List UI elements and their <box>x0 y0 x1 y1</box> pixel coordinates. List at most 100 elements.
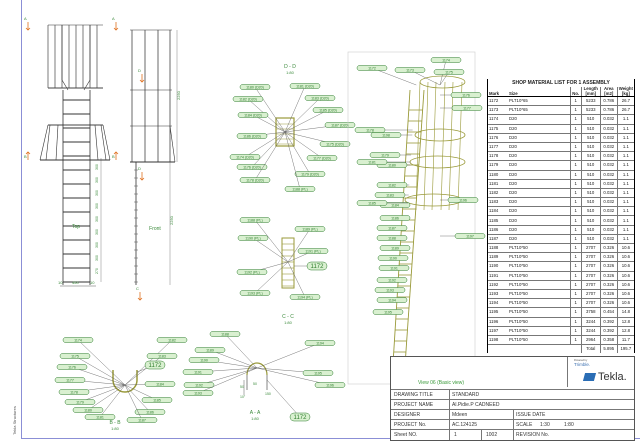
cell-length: 510 <box>580 160 601 171</box>
callout-label: 1177 (D20) <box>313 156 331 160</box>
section-b-shape <box>112 370 138 393</box>
leader-line <box>198 367 258 386</box>
leader-line <box>124 384 151 413</box>
cell-size: D20 <box>508 160 571 171</box>
callout-bubble <box>451 105 483 111</box>
callout-label: 1185 <box>153 398 161 402</box>
cell-length: 2964 <box>580 335 601 346</box>
cell-no: 1 <box>569 197 582 208</box>
member-line <box>102 124 111 161</box>
callout-label: 1185 <box>368 201 376 205</box>
cell-weight: 14.8 <box>616 307 634 318</box>
section-scale: 1:80 <box>286 70 295 75</box>
cell-size: PLT10*50 <box>508 252 571 263</box>
dim-text: 10° <box>240 395 246 399</box>
cell-mark: 1181 <box>488 179 508 189</box>
callout-bubble <box>374 192 406 198</box>
section-marker-icon <box>25 22 31 31</box>
cell-area: 0.032 <box>599 179 618 189</box>
section-a-shape <box>246 362 268 376</box>
cell-weight: 12.8 <box>616 317 634 327</box>
top-view-label: Top <box>72 224 80 230</box>
cell-no: 1 <box>569 179 582 189</box>
leader-line <box>254 219 289 263</box>
member-line <box>391 89 411 381</box>
callout-label: 1176 (D20) <box>243 165 261 169</box>
callout-label: 1183 <box>386 193 394 197</box>
cell-area: 0.032 <box>599 206 618 217</box>
cell-no: 1 <box>569 261 582 272</box>
label: ISSUE DATE <box>516 412 546 418</box>
callout-label: 1190 <box>389 256 397 260</box>
callout-bubble <box>314 382 346 388</box>
callout-label: 1181 <box>96 415 104 419</box>
cell-mark: 1176 <box>488 133 508 143</box>
dim-text: 300 <box>95 164 99 170</box>
cell-length: 3244 <box>580 317 601 327</box>
callout-bubble <box>370 132 402 138</box>
row-project-no: PROJECT No. AC.124125 SCALE 1:30 1:80 <box>391 419 634 430</box>
cell-no: 1 <box>569 243 582 254</box>
project-no: AC.124125 <box>452 422 478 428</box>
callout-bubble <box>64 399 96 405</box>
callout-bubble <box>182 390 214 396</box>
member-line <box>403 89 425 381</box>
cell-length: 3758 <box>580 307 601 318</box>
cell-mark: 1184 <box>488 206 508 217</box>
dim-text: 300 <box>95 216 99 222</box>
row-designer: DESIGNER Mdeen ISSUE DATE <box>391 409 634 420</box>
trimble-text: Trimble. <box>574 362 591 367</box>
callout-bubble <box>294 226 326 232</box>
cell-size: PLT10*65 <box>508 96 571 107</box>
callout-bubble <box>72 407 104 413</box>
cell-area: 0.326 <box>599 252 618 263</box>
callout-bubble <box>289 83 321 89</box>
callout-label: 1172 <box>294 415 308 421</box>
leader-line <box>124 384 143 421</box>
callout-bubble <box>126 417 158 423</box>
callout-label: 1183 <box>158 354 166 358</box>
leader-line <box>287 261 306 298</box>
callout-bubble <box>146 353 178 359</box>
callout-bubble <box>376 225 408 231</box>
callout-label: 1174 (D20) <box>236 155 254 159</box>
dim-text: 300 <box>95 177 99 183</box>
cell-size: PLT10*50 <box>508 289 571 300</box>
cell-no: 1 <box>569 252 582 263</box>
cell-area: 0.032 <box>599 151 618 162</box>
col-area: Area [m2] <box>599 86 618 97</box>
cell-mark: 1191 <box>488 271 508 281</box>
cell-length: 3244 <box>580 326 601 336</box>
col-weight: Weight [kg] <box>616 86 634 97</box>
callout-bubble <box>229 154 261 160</box>
powered-by-text: Powered by <box>574 359 588 362</box>
cell-size: D20 <box>508 142 571 153</box>
cell-weight: 1.1 <box>616 142 634 153</box>
cell-size: PLT10*65 <box>508 105 571 116</box>
cell-weight: 10.6 <box>616 280 634 290</box>
cell-mark: 1174 <box>488 114 508 125</box>
cell-mark: 1185 <box>488 215 508 226</box>
cell-length: 2707 <box>580 243 601 254</box>
section-marker-label: D <box>138 68 141 73</box>
sheet-total: 1002 <box>486 432 498 438</box>
member-line <box>415 81 421 211</box>
cell-size: D20 <box>508 170 571 180</box>
callout-bubble <box>239 177 271 183</box>
callout-bubble <box>376 277 408 283</box>
callout-label: 1192 <box>388 278 396 282</box>
cell-size: D20 <box>508 151 571 162</box>
member-line <box>448 81 454 211</box>
cell-length: 2707 <box>580 261 601 272</box>
cell-weight: 1.1 <box>616 170 634 180</box>
cell-size: PLT10*50 <box>508 326 571 336</box>
cell-area: 0.326 <box>599 261 618 272</box>
cell-weight: 1.1 <box>616 206 634 217</box>
callout-label: 1180 <box>84 408 92 412</box>
leader-line <box>284 131 301 190</box>
